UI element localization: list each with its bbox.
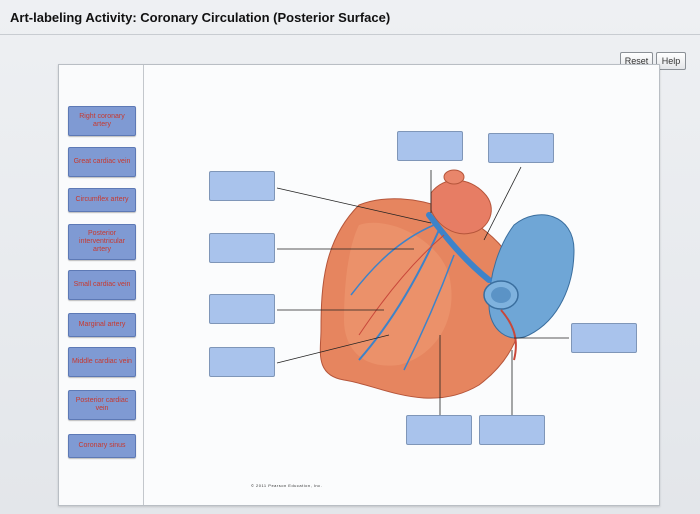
term-posterior-interventricular-artery[interactable]: Posterior interventricular artery bbox=[68, 224, 136, 260]
term-small-cardiac-vein[interactable]: Small cardiac vein bbox=[68, 270, 136, 300]
drop-zone-7[interactable] bbox=[571, 323, 637, 353]
leader-line bbox=[276, 334, 390, 364]
drop-zone-8[interactable] bbox=[406, 415, 472, 445]
right-atrium bbox=[488, 214, 575, 339]
term-circumflex-artery[interactable]: Circumflex artery bbox=[68, 188, 136, 212]
term-posterior-cardiac-vein[interactable]: Posterior cardiac vein bbox=[68, 390, 136, 420]
leader-line bbox=[276, 187, 432, 224]
term-middle-cardiac-vein[interactable]: Middle cardiac vein bbox=[68, 347, 136, 377]
drop-zone-2[interactable] bbox=[488, 133, 554, 163]
posterior-cardiac-vessel bbox=[350, 224, 435, 296]
term-right-coronary-artery[interactable]: Right coronary artery bbox=[68, 106, 136, 136]
pulmonary-vein-top bbox=[443, 169, 465, 185]
labeling-workspace: Right coronary artery Great cardiac vein… bbox=[58, 64, 660, 506]
drop-zone-1[interactable] bbox=[397, 131, 463, 161]
vena-cava-inner bbox=[491, 287, 511, 303]
page-title: Art-labeling Activity: Coronary Circulat… bbox=[10, 10, 391, 25]
heart-diagram bbox=[276, 166, 575, 415]
drop-zone-4[interactable] bbox=[209, 233, 275, 263]
drop-zone-5[interactable] bbox=[209, 294, 275, 324]
term-marginal-artery[interactable]: Marginal artery bbox=[68, 313, 136, 337]
drop-zone-6[interactable] bbox=[209, 347, 275, 377]
figure-credit: © 2011 Pearson Education, Inc. bbox=[251, 483, 323, 488]
drop-zone-3[interactable] bbox=[209, 171, 275, 201]
help-button[interactable]: Help bbox=[656, 52, 686, 70]
title-divider bbox=[0, 34, 700, 35]
drop-zone-9[interactable] bbox=[479, 415, 545, 445]
middle-cardiac-vessel bbox=[403, 254, 455, 371]
artery-branch bbox=[358, 234, 445, 336]
right-coronary-vessel bbox=[500, 309, 517, 361]
leader-line bbox=[483, 166, 522, 241]
term-coronary-sinus[interactable]: Coronary sinus bbox=[68, 434, 136, 458]
coronary-sinus-vessel bbox=[426, 212, 492, 283]
term-palette: Right coronary artery Great cardiac vein… bbox=[59, 65, 144, 505]
term-great-cardiac-vein[interactable]: Great cardiac vein bbox=[68, 147, 136, 177]
